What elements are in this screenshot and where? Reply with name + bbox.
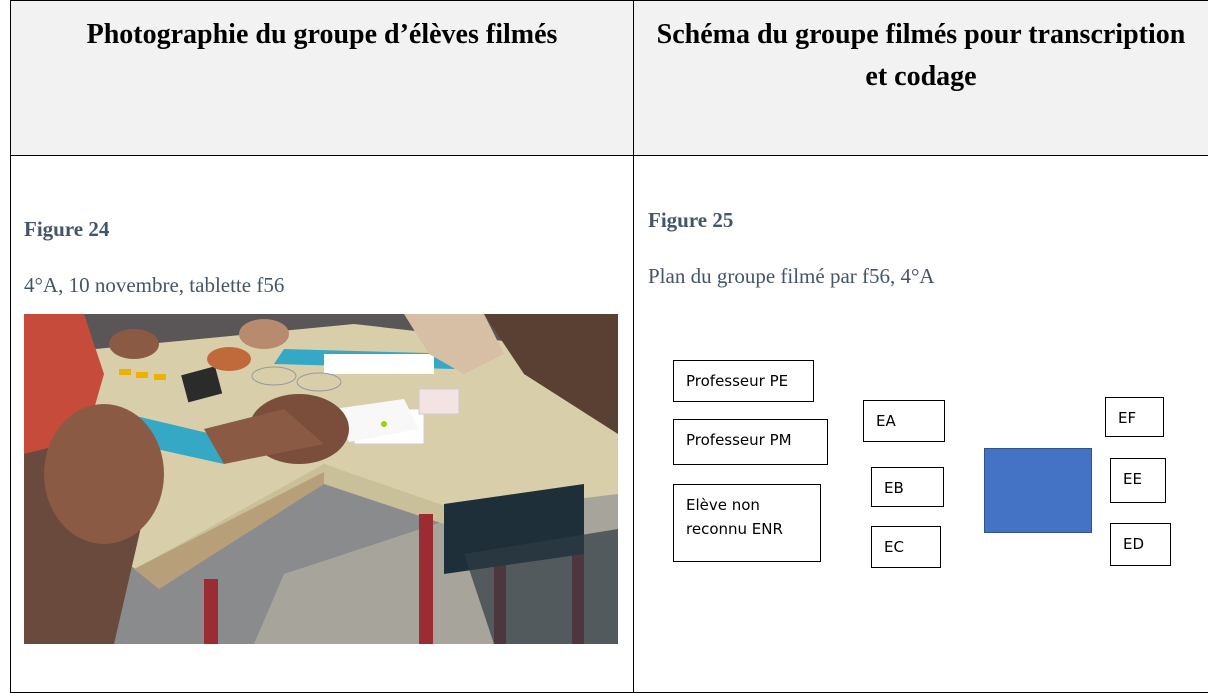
header-cell-right: Schéma du groupe filmés pour transcripti…	[633, 0, 1208, 156]
box-ea: EA	[863, 400, 945, 442]
box-ee: EE	[1110, 458, 1166, 503]
header-cell-left: Photographie du groupe d’élèves filmés	[10, 0, 634, 156]
figure-24-caption: 4°A, 10 novembre, tablette f56	[24, 273, 285, 297]
header-left-title: Photographie du groupe d’élèves filmés	[86, 19, 558, 50]
box-professeur-pm: Professeur PM	[673, 419, 828, 465]
box-ed: ED	[1110, 523, 1171, 566]
box-ec: EC	[871, 526, 941, 568]
figure-24-label: Figure 24	[24, 217, 110, 241]
table-rectangle	[984, 448, 1092, 533]
right-figure-cell: Figure 25 Plan du groupe filmé par f56, …	[633, 155, 1208, 693]
box-ef: EF	[1105, 397, 1164, 437]
figure-25-caption: Plan du groupe filmé par f56, 4°A	[648, 264, 935, 288]
box-professeur-pe: Professeur PE	[673, 360, 814, 402]
left-figure-cell: Figure 24 4°A, 10 novembre, tablette f56	[10, 155, 634, 693]
box-eb: EB	[871, 467, 944, 507]
figure-25-label: Figure 25	[648, 208, 734, 232]
box-eleve-non-reconnu: Elève non reconnu ENR	[673, 484, 821, 562]
header-right-title: Schéma du groupe filmés pour transcripti…	[656, 19, 1186, 92]
classroom-photo	[24, 314, 618, 644]
figure-table: Photographie du groupe d’élèves filmés S…	[10, 0, 1208, 693]
